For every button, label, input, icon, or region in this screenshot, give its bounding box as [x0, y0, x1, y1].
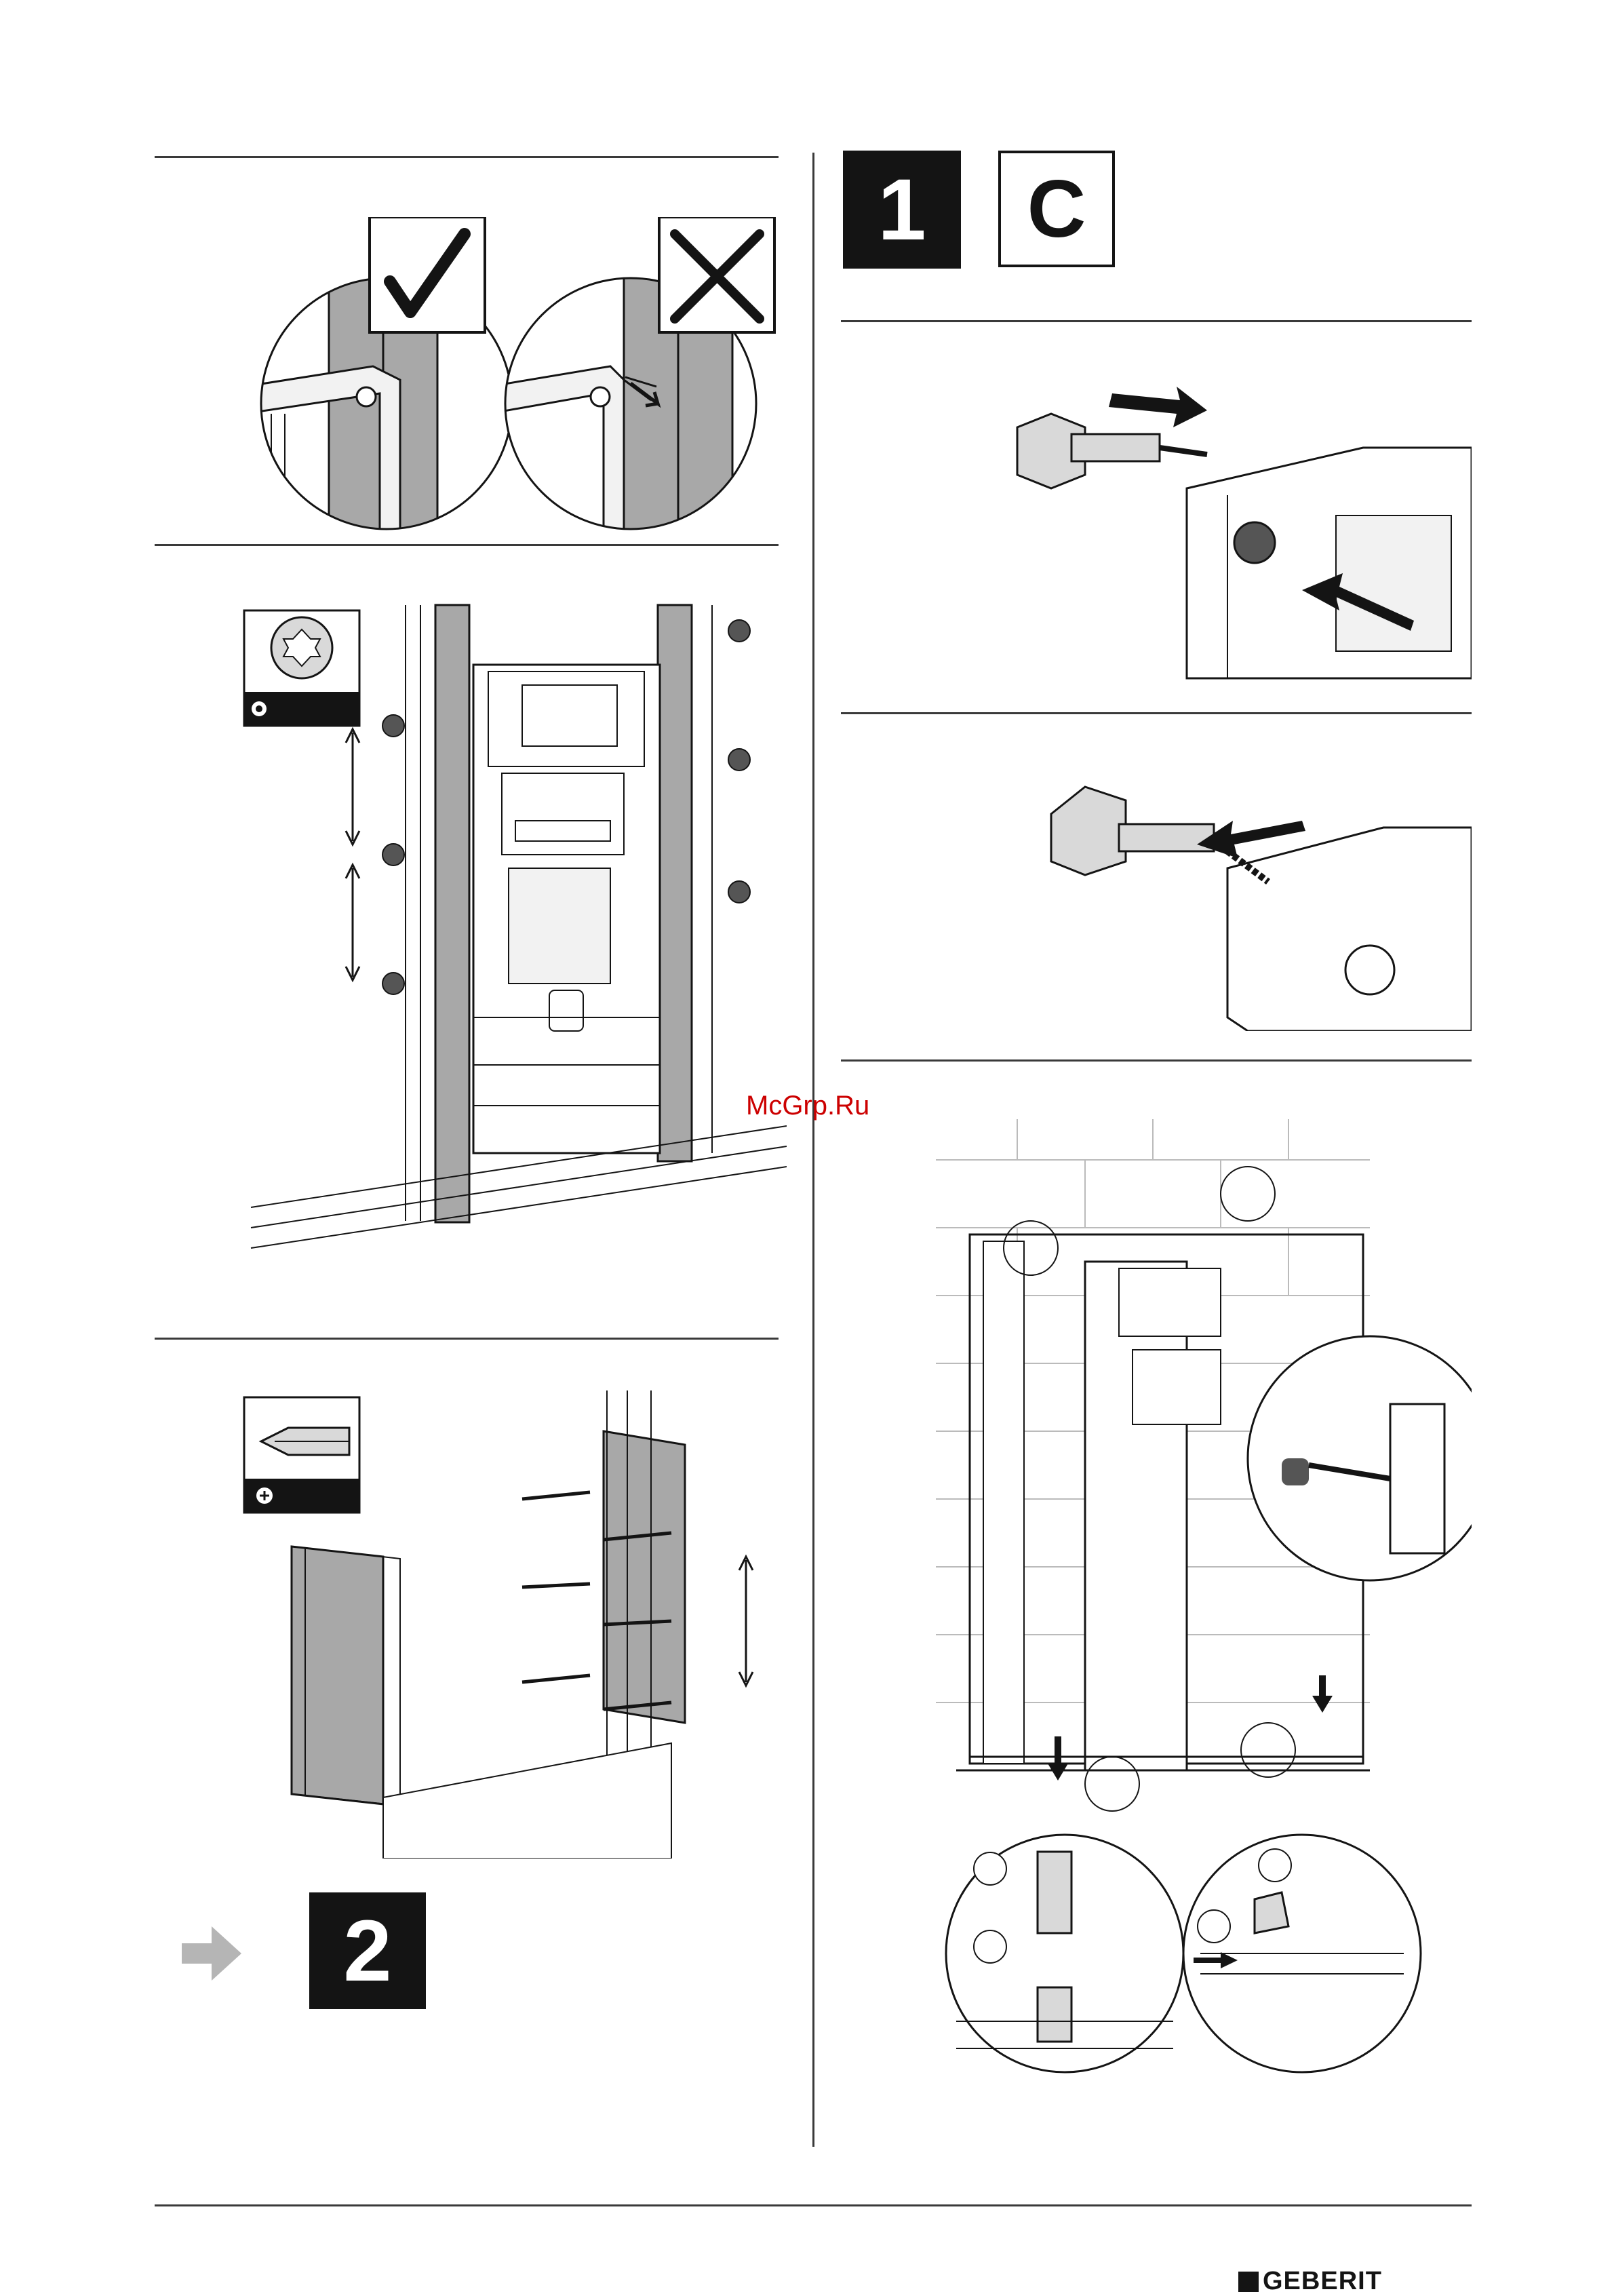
next-step-badge: 2 — [309, 1892, 426, 2009]
board-mounting-illustration — [237, 1390, 787, 1859]
phillips-screwdriver-icon — [244, 1397, 359, 1513]
center-divider — [812, 153, 814, 2147]
footer-rule — [155, 2204, 1472, 2206]
step-number: 1 — [878, 160, 926, 260]
left-rule-2 — [155, 544, 779, 546]
zoom-detail — [1248, 1336, 1472, 1580]
left-rule-3 — [155, 1338, 779, 1340]
torx-bit-icon — [244, 610, 359, 726]
next-step-number: 2 — [343, 1901, 391, 2001]
step-number-badge: 1 — [843, 151, 961, 269]
frame-mounting-illustration — [237, 597, 787, 1302]
foot-pull-illustration — [1010, 380, 1472, 685]
alignment-check-illustration — [231, 217, 787, 536]
right-rule-3 — [841, 1059, 1472, 1062]
right-rule-2 — [841, 712, 1472, 714]
left-top-rule — [155, 156, 779, 158]
brand-logo-text: GEBERIT — [1263, 2267, 1382, 2296]
brand-logo: GEBERIT — [1238, 2267, 1382, 2296]
step-variant: C — [1027, 162, 1086, 256]
foot-push-illustration — [1044, 760, 1472, 1031]
right-rule-1 — [841, 320, 1472, 322]
step-variant-badge: C — [998, 151, 1115, 267]
brand-square-icon — [1238, 2272, 1259, 2292]
arrow-right-icon — [182, 1926, 241, 1981]
frame-installation-illustration — [929, 1119, 1472, 2137]
